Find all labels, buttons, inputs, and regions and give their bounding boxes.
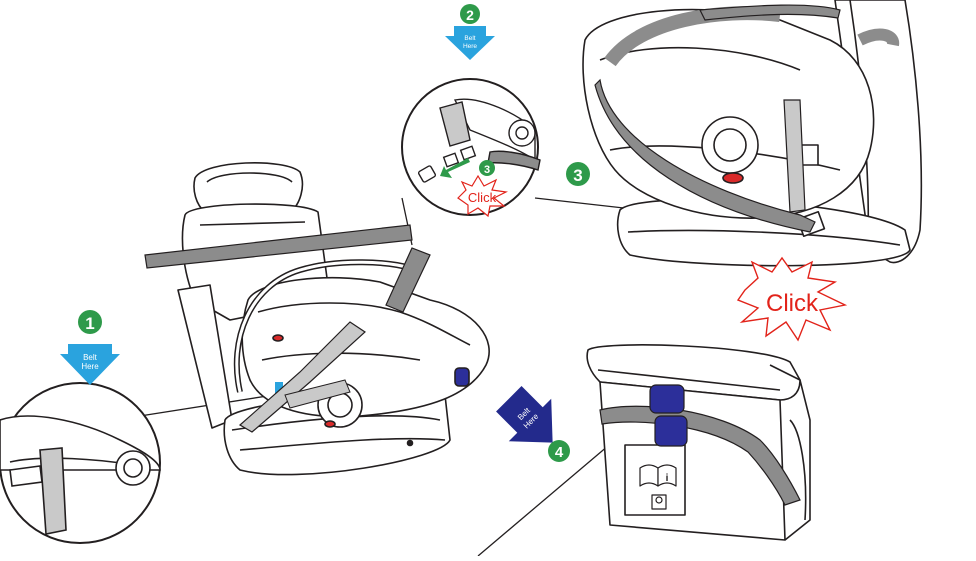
click-label-large: Click: [766, 290, 819, 317]
belt-here-label-1: Belt: [83, 353, 98, 362]
belt-here-arrow-1: Belt Here: [60, 344, 120, 385]
manual-book-icon: i: [640, 465, 676, 486]
belt-here-label-2: Belt: [464, 35, 475, 42]
belt-guide-closeup: i: [587, 345, 810, 540]
step-2-marker: 2: [460, 4, 480, 24]
click-label-small: Click: [468, 190, 497, 205]
step-3-marker: 3: [566, 162, 590, 186]
detail-circle-3: 3 Click: [402, 79, 540, 216]
belt-here-arrow-2: Belt Here: [445, 26, 495, 60]
belt-here-label-1b: Here: [81, 362, 99, 371]
carrier-closeup: [583, 0, 921, 266]
seat-symbol-icon: [652, 495, 666, 509]
step-4-number: 4: [555, 444, 564, 461]
click-burst-large: Click: [738, 258, 845, 340]
step-4-marker: 4: [548, 440, 570, 462]
inset-step-number: 3: [484, 164, 490, 176]
belt-here-label-2b: Here: [463, 43, 477, 50]
step-3-number: 3: [573, 166, 582, 185]
step-1-marker: 1: [78, 310, 102, 334]
detail-circle-1: [0, 383, 160, 543]
step-1-number: 1: [85, 314, 94, 333]
step-2-number: 2: [466, 7, 474, 23]
svg-text:i: i: [666, 473, 669, 484]
